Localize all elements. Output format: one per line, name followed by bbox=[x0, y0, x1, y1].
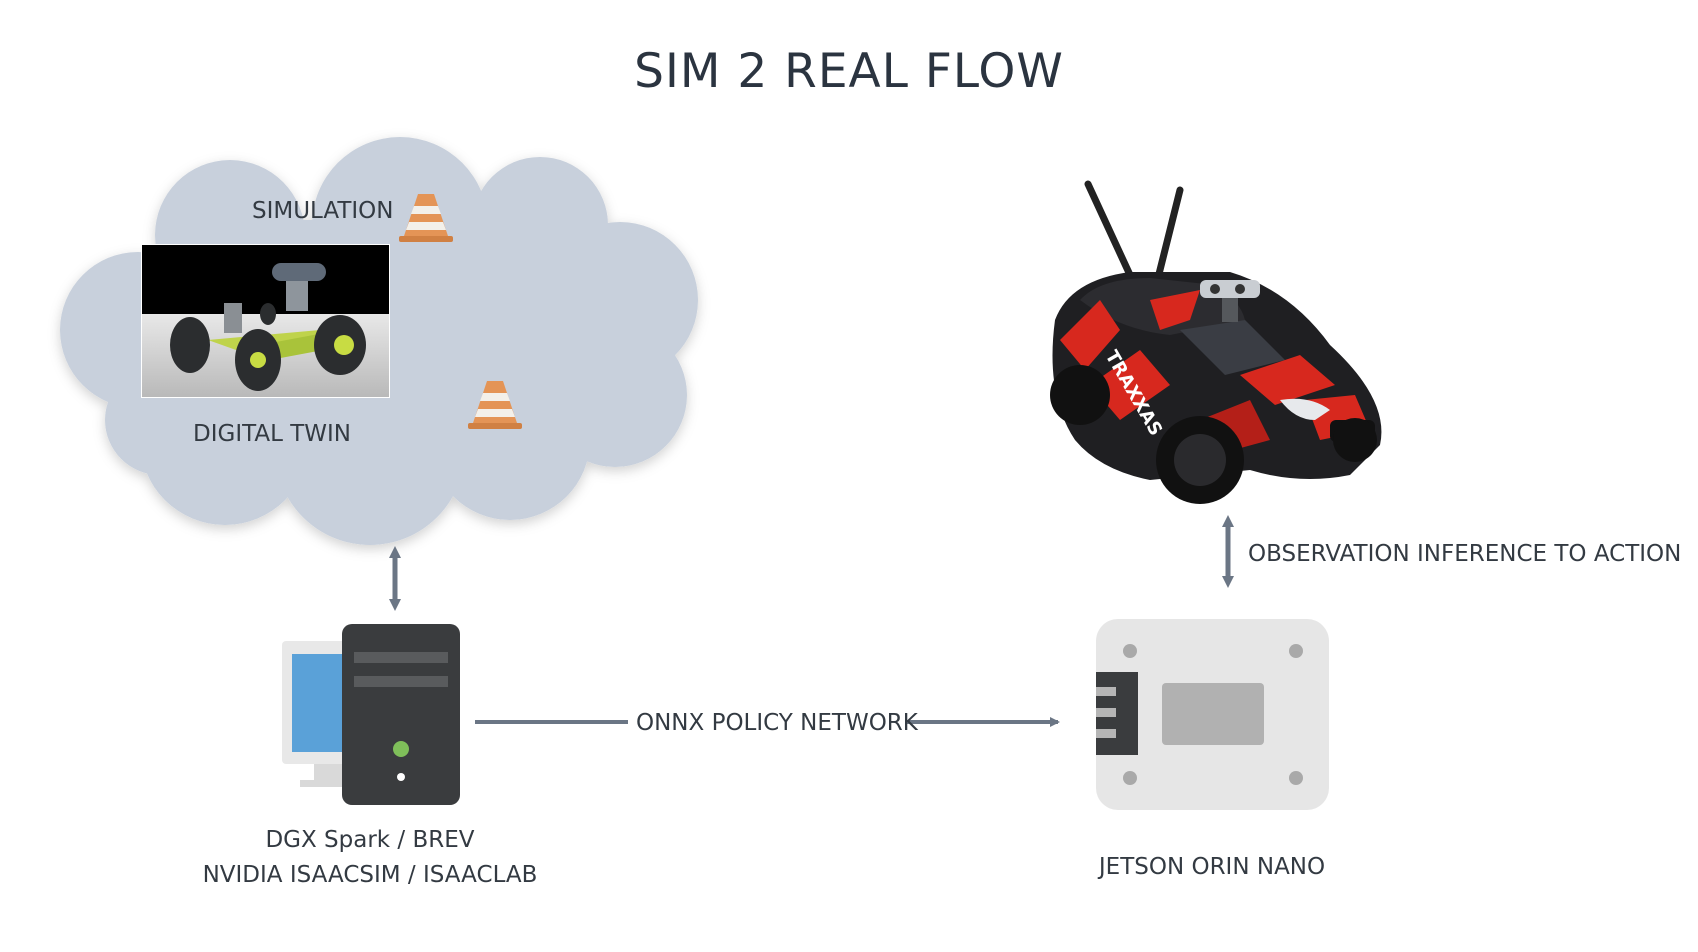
digital-twin-label: DIGITAL TWIN bbox=[193, 421, 352, 447]
jetson-label: JETSON ORIN NANO bbox=[1098, 854, 1326, 880]
observation-inference-label: OBSERVATION INFERENCE TO ACTION bbox=[1248, 541, 1682, 567]
workstation-label-line1: DGX Spark / BREV bbox=[265, 827, 475, 853]
rc-car-image: TRAXXAS bbox=[1050, 180, 1382, 504]
onnx-policy-label: ONNX POLICY NETWORK bbox=[636, 710, 918, 736]
traffic-cone-icon bbox=[468, 381, 522, 429]
page-title: SIM 2 REAL FLOW bbox=[634, 44, 1064, 99]
server-tower-icon bbox=[342, 624, 460, 805]
digital-twin-render bbox=[141, 244, 390, 398]
traffic-cone-icon bbox=[399, 194, 453, 242]
jetson-board-icon bbox=[1096, 619, 1329, 810]
workstation-label-line2: NVIDIA ISAACSIM / ISAACLAB bbox=[202, 862, 538, 888]
simulation-label: SIMULATION bbox=[252, 198, 394, 224]
desktop-monitor-icon bbox=[282, 641, 360, 787]
